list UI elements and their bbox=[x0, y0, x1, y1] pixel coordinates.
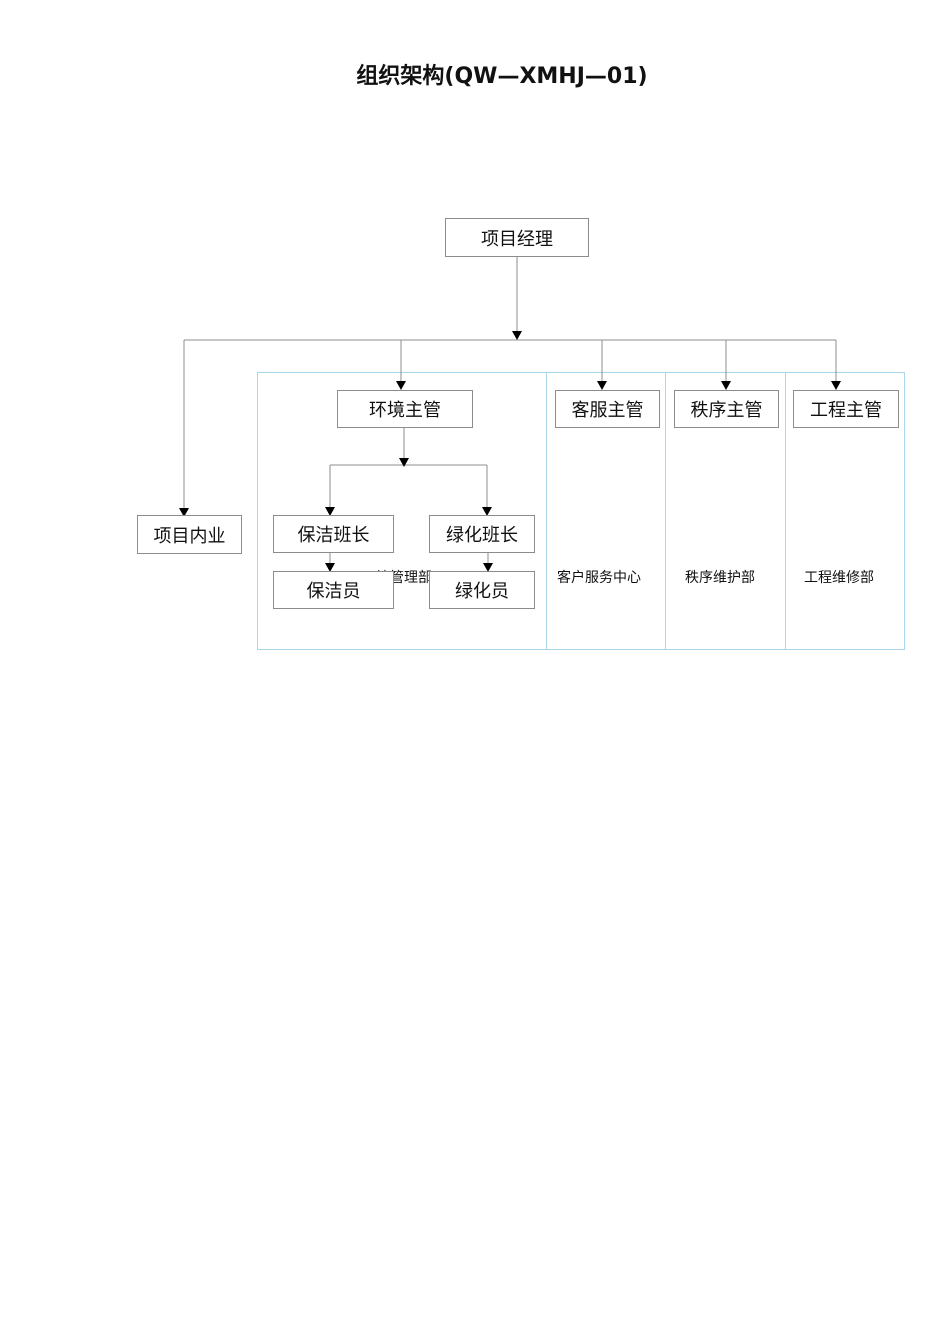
node-gardener: 绿化员 bbox=[429, 571, 535, 609]
arrowhead-internal bbox=[179, 508, 189, 517]
dept-label-order: 秩序维护部 bbox=[685, 570, 755, 586]
dept-panel-eng bbox=[785, 372, 905, 650]
arrowhead-cs bbox=[597, 381, 607, 390]
arrowhead-env-bus bbox=[399, 458, 409, 467]
node-greening-lead: 绿化班长 bbox=[429, 515, 535, 553]
arrowhead-env bbox=[396, 381, 406, 390]
arrowhead-cleaning-lead bbox=[325, 507, 335, 516]
node-cs-supervisor: 客服主管 bbox=[555, 390, 660, 428]
node-eng-supervisor: 工程主管 bbox=[793, 390, 899, 428]
node-cleaning-lead: 保洁班长 bbox=[273, 515, 394, 553]
dept-label-cs: 客户服务中心 bbox=[557, 570, 641, 586]
node-project-internal: 项目内业 bbox=[137, 515, 242, 554]
node-env-supervisor: 环境主管 bbox=[337, 390, 473, 428]
node-cleaner: 保洁员 bbox=[273, 571, 394, 609]
node-order-supervisor: 秩序主管 bbox=[674, 390, 779, 428]
arrowhead-bus bbox=[512, 331, 522, 340]
node-project-manager: 项目经理 bbox=[445, 218, 589, 257]
arrowhead-greening-lead bbox=[482, 507, 492, 516]
arrowhead-order bbox=[721, 381, 731, 390]
arrowhead-cleaner bbox=[325, 563, 335, 572]
page-title: 组织架构(QW—XMHJ—01) bbox=[356, 64, 648, 89]
dept-label-eng: 工程维修部 bbox=[804, 570, 874, 586]
arrowhead-eng bbox=[831, 381, 841, 390]
arrowhead-gardener bbox=[483, 563, 493, 572]
